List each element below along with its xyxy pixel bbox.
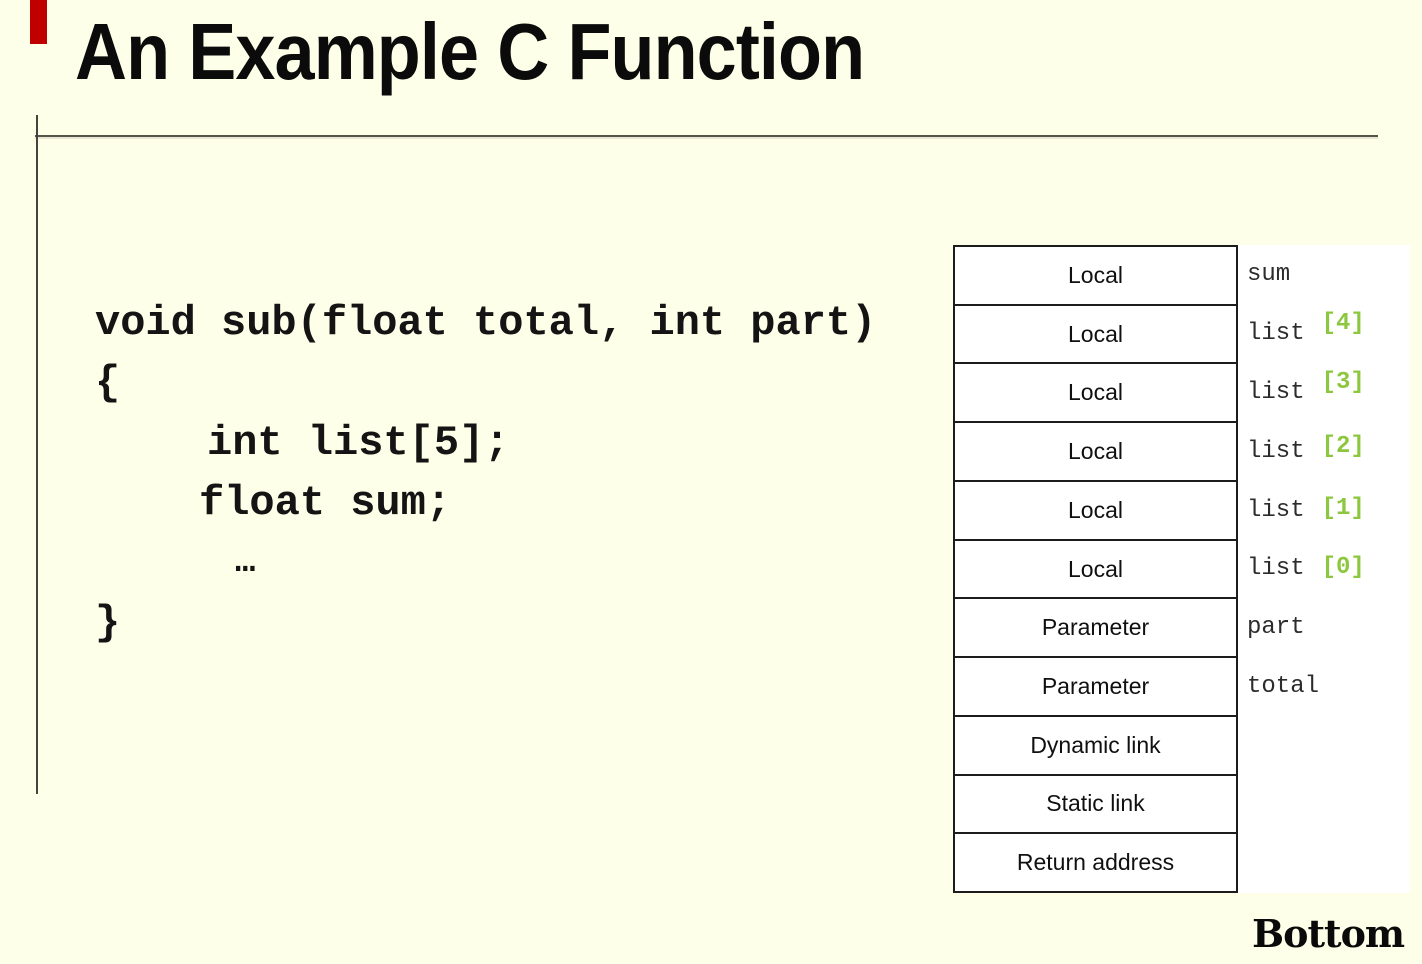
code-line-ellipsis: … [235, 544, 256, 582]
frame-var-label: list [3] [1247, 363, 1410, 422]
frame-cell: Parameter [955, 658, 1236, 717]
frame-var-label: total [1247, 657, 1410, 716]
var-name: list [1247, 555, 1305, 583]
stack-frame-diagram: Local Local Local Local Local Local Para… [953, 245, 1410, 893]
var-index: [0] [1321, 554, 1365, 582]
var-index: [4] [1321, 309, 1365, 337]
var-name: list [1247, 496, 1305, 524]
var-name: list [1247, 437, 1305, 465]
var-name: total [1247, 673, 1320, 701]
var-name: sum [1247, 260, 1291, 288]
code-line-int-decl: int list[5]; [207, 419, 510, 467]
left-margin-rule [36, 115, 38, 794]
slide-title: An Example C Function [75, 7, 865, 96]
frame-cell: Parameter [955, 599, 1236, 659]
frame-var-label [1247, 834, 1410, 893]
frame-cell: Local [955, 247, 1236, 306]
title-accent-bar [30, 0, 47, 44]
frame-cell: Local [955, 482, 1236, 541]
frame-cell: Static link [955, 776, 1236, 835]
frame-variable-labels: sum list [4] list [3] list [2] list [1] list… [1247, 245, 1410, 893]
code-line-open-brace: { [95, 359, 121, 407]
frame-var-label: list [0] [1247, 540, 1410, 599]
frame-var-label: list [4] [1247, 304, 1410, 363]
frame-cell: Local [955, 541, 1236, 600]
frame-var-label: list [2] [1247, 422, 1410, 481]
frame-cell: Return address [1016, 849, 1175, 876]
code-line-signature: void sub(float total, int part) [95, 299, 877, 347]
code-block: void sub(float total, int part) { int li… [95, 293, 876, 653]
stack-frame-table: Local Local Local Local Local Local Para… [953, 245, 1238, 893]
frame-cell: Dynamic link [955, 717, 1236, 776]
frame-var-label: part [1247, 598, 1410, 657]
var-name: list [1247, 378, 1305, 406]
var-index: [2] [1321, 432, 1365, 460]
code-line-float-decl: float sum; [199, 479, 452, 527]
header-rule [35, 135, 1378, 137]
frame-cell: Local [955, 306, 1236, 365]
frame-cell: Local [955, 423, 1236, 482]
var-name: list [1247, 319, 1305, 347]
stack-bottom-marker: Bottom [1252, 911, 1405, 956]
var-index: [1] [1321, 494, 1365, 522]
frame-var-label: sum [1247, 245, 1410, 304]
frame-cell: Local [955, 364, 1236, 424]
var-index: [3] [1321, 368, 1365, 396]
code-line-close-brace: } [95, 599, 121, 647]
frame-var-label: list [1] [1247, 481, 1410, 540]
frame-var-label [1247, 775, 1410, 834]
var-name: part [1247, 614, 1305, 642]
frame-var-label [1247, 716, 1410, 775]
